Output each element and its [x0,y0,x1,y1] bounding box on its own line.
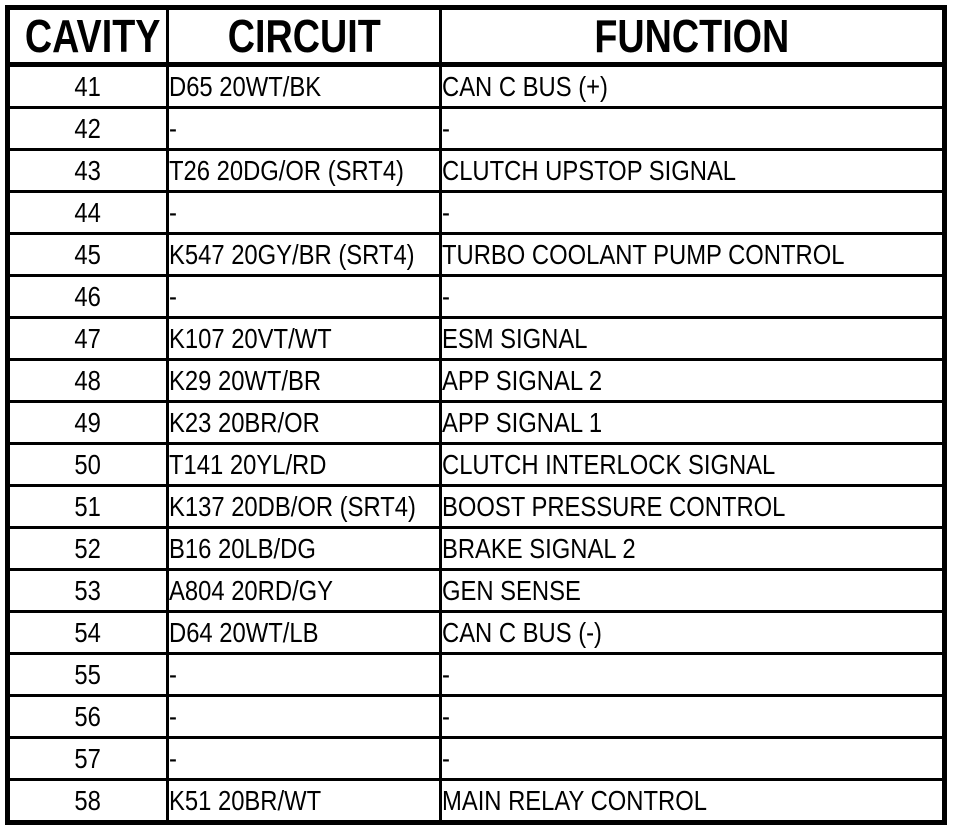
circuit-cell: T141 20YL/RD [166,442,442,487]
column-header-circuit: CIRCUIT [166,6,442,67]
cavity-cell: 51 [6,484,169,529]
function-cell: CLUTCH INTERLOCK SIGNAL [439,442,946,487]
table-row: 54 D64 20WT/LB CAN C BUS (-) [6,610,946,655]
circuit-cell: - [166,736,442,781]
function-cell: BRAKE SIGNAL 2 [439,526,946,571]
cavity-cell: 47 [6,316,169,361]
circuit-cell: T26 20DG/OR (SRT4) [166,148,442,193]
table-row: 50 T141 20YL/RD CLUTCH INTERLOCK SIGNAL [6,442,946,487]
function-cell: APP SIGNAL 2 [439,358,946,403]
cavity-cell: 54 [6,610,169,655]
cavity-cell: 42 [6,106,169,151]
column-header-cavity: CAVITY [6,6,169,67]
table-row: 43 T26 20DG/OR (SRT4) CLUTCH UPSTOP SIGN… [6,148,946,193]
function-cell: BOOST PRESSURE CONTROL [439,484,946,529]
circuit-cell: K51 20BR/WT [166,778,442,824]
function-cell: TURBO COOLANT PUMP CONTROL [439,232,946,277]
connector-pinout-table: CAVITY CIRCUIT FUNCTION 41 D65 20WT/BK C… [5,5,947,825]
circuit-cell: - [166,652,442,697]
circuit-cell: A804 20RD/GY [166,568,442,613]
cavity-cell: 53 [6,568,169,613]
function-cell: ESM SIGNAL [439,316,946,361]
cavity-cell: 57 [6,736,169,781]
table-row: 42 - - [6,106,946,151]
cavity-cell: 52 [6,526,169,571]
circuit-cell: - [166,106,442,151]
table-row: 46 - - [6,274,946,319]
function-cell: - [439,694,946,739]
function-cell: CAN C BUS (+) [439,63,946,109]
circuit-cell: D64 20WT/LB [166,610,442,655]
circuit-cell: K23 20BR/OR [166,400,442,445]
cavity-cell: 56 [6,694,169,739]
column-header-function: FUNCTION [439,6,946,67]
table-row: 47 K107 20VT/WT ESM SIGNAL [6,316,946,361]
function-cell: APP SIGNAL 1 [439,400,946,445]
table-row: 49 K23 20BR/OR APP SIGNAL 1 [6,400,946,445]
function-cell: CAN C BUS (-) [439,610,946,655]
table-row: 55 - - [6,652,946,697]
function-cell: CLUTCH UPSTOP SIGNAL [439,148,946,193]
cavity-cell: 58 [6,778,169,824]
function-cell: - [439,190,946,235]
column-header-function-label: FUNCTION [594,10,790,62]
cavity-cell: 41 [6,63,169,109]
circuit-cell: B16 20LB/DG [166,526,442,571]
table-row: 41 D65 20WT/BK CAN C BUS (+) [6,63,946,109]
column-header-circuit-label: CIRCUIT [227,10,381,62]
table-row: 57 - - [6,736,946,781]
function-cell: MAIN RELAY CONTROL [439,778,946,824]
cavity-cell: 55 [6,652,169,697]
table-row: 48 K29 20WT/BR APP SIGNAL 2 [6,358,946,403]
cavity-cell: 50 [6,442,169,487]
cavity-cell: 45 [6,232,169,277]
circuit-cell: K547 20GY/BR (SRT4) [166,232,442,277]
circuit-cell: - [166,694,442,739]
cavity-cell: 46 [6,274,169,319]
table-row: 58 K51 20BR/WT MAIN RELAY CONTROL [6,778,946,824]
cavity-cell: 43 [6,148,169,193]
circuit-cell: K137 20DB/OR (SRT4) [166,484,442,529]
cavity-cell: 44 [6,190,169,235]
cavity-cell: 48 [6,358,169,403]
function-cell: - [439,106,946,151]
table-row: 56 - - [6,694,946,739]
function-cell: GEN SENSE [439,568,946,613]
circuit-cell: - [166,274,442,319]
table-row: 53 A804 20RD/GY GEN SENSE [6,568,946,613]
circuit-cell: K29 20WT/BR [166,358,442,403]
table-row: 44 - - [6,190,946,235]
table-row: 51 K137 20DB/OR (SRT4) BOOST PRESSURE CO… [6,484,946,529]
header-row: CAVITY CIRCUIT FUNCTION [6,6,946,67]
table-row: 45 K547 20GY/BR (SRT4) TURBO COOLANT PUM… [6,232,946,277]
table-row: 52 B16 20LB/DG BRAKE SIGNAL 2 [6,526,946,571]
circuit-cell: - [166,190,442,235]
function-cell: - [439,652,946,697]
cavity-cell: 49 [6,400,169,445]
function-cell: - [439,736,946,781]
circuit-cell: D65 20WT/BK [166,63,442,109]
function-cell: - [439,274,946,319]
circuit-cell: K107 20VT/WT [166,316,442,361]
column-header-cavity-label: CAVITY [24,10,161,62]
